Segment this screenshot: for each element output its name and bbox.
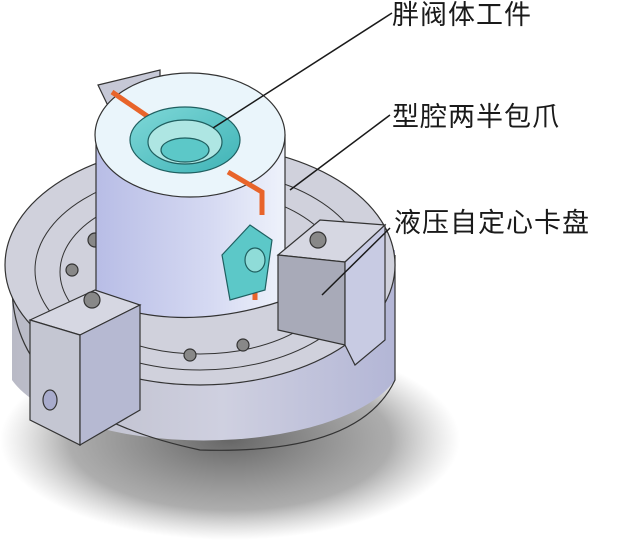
callout-workpiece: 胖阀体工件: [392, 0, 532, 31]
front-left-jaw: [28, 289, 142, 447]
front-right-jaw: [276, 219, 387, 366]
leader-chuck: [321, 227, 391, 296]
leader-jaws: [289, 114, 391, 191]
valve-body-workpiece: [129, 106, 273, 301]
leader-workpiece: [212, 12, 393, 129]
callout-cavity-jaws: 型腔两半包爪: [392, 102, 560, 133]
callout-hydraulic-chuck: 液压自定心卡盘: [394, 208, 590, 239]
leader-lines: [212, 12, 393, 296]
